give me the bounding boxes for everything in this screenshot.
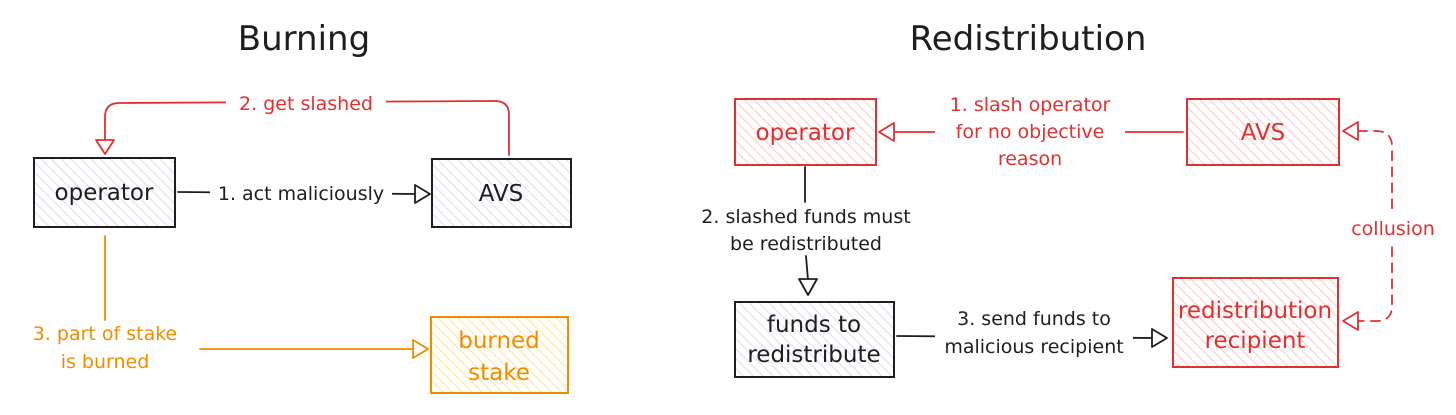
edge-must-redistribute-arrowhead [798, 278, 818, 296]
burning-diagram: Burning 2. get slashed 1. act maliciousl… [33, 19, 572, 394]
edge-collusion-arrowhead-top [1342, 121, 1359, 141]
burned-stake-node: burned stake [430, 316, 569, 394]
edge-must-redistribute-label-line2: be redistributed [730, 233, 882, 255]
redistribution-avs-label: AVS [1241, 120, 1286, 146]
burning-avs-node: AVS [431, 158, 572, 228]
funds-label-line1: funds to [767, 312, 861, 338]
funds-node: funds to redistribute [734, 301, 895, 378]
edge-slash-operator-label-line3: reason [998, 148, 1062, 170]
funds-label-line2: redistribute [747, 342, 880, 368]
redistribution-operator-label: operator [756, 120, 855, 146]
recipient-label-line1: redistribution [1178, 298, 1332, 324]
funds-box [734, 301, 895, 378]
edge-get-slashed-arrowhead [95, 139, 115, 155]
edge-slash-operator-arrowhead [878, 122, 895, 142]
recipient-label-line2: recipient [1205, 328, 1306, 354]
edge-act-maliciously-label-bg [210, 179, 392, 207]
edge-stake-burned-arrowhead [412, 339, 429, 359]
edge-collusion-line [1357, 130, 1393, 322]
edge-stake-burned-label-line1: 3. part of stake [33, 323, 178, 345]
edge-must-redistribute-line [804, 166, 809, 281]
edge-send-funds: 3. send funds to malicious recipient [896, 305, 1168, 363]
redistribution-avs-node: AVS [1186, 98, 1340, 166]
redistribution-title: Redistribution [910, 19, 1147, 59]
burning-avs-box [431, 158, 572, 228]
edge-get-slashed: 2. get slashed [95, 89, 510, 156]
edge-slash-operator-label-line1: 1. slash operator [950, 94, 1111, 116]
edge-collusion-label: collusion [1351, 218, 1435, 240]
burned-stake-box [430, 316, 569, 394]
edge-act-maliciously-label: 1. act maliciously [218, 183, 384, 205]
redistribution-avs-box [1186, 98, 1340, 166]
redistribution-diagram: Redistribution 1. slash operator for no … [701, 19, 1440, 378]
edge-send-funds-label-bg [935, 305, 1133, 363]
burning-avs-label: AVS [479, 181, 524, 207]
edge-act-maliciously-arrowhead [414, 184, 431, 204]
edge-slash-operator: 1. slash operator for no objective reaso… [878, 92, 1184, 170]
edge-must-redistribute-label-line1: 2. slashed funds must [701, 206, 910, 228]
burning-title: Burning [238, 19, 370, 59]
burned-stake-label-line1: burned [458, 328, 540, 354]
edge-collusion: collusion [1342, 121, 1440, 331]
burning-operator-box [33, 157, 176, 228]
edge-collusion-arrowhead-bottom [1342, 311, 1359, 331]
redistribution-operator-box [734, 98, 877, 166]
edge-get-slashed-label-bg [226, 89, 386, 115]
redistribution-operator-node: operator [734, 98, 877, 166]
edge-stake-burned-label-line2: is burned [61, 351, 150, 373]
edge-send-funds-arrowhead [1151, 328, 1168, 348]
recipient-box [1172, 277, 1339, 368]
edge-send-funds-label-line2: malicious recipient [944, 336, 1123, 358]
edge-get-slashed-label: 2. get slashed [239, 93, 373, 115]
edge-slash-operator-label-line2: for no objective [956, 121, 1105, 143]
edge-slash-operator-label-bg [935, 92, 1125, 170]
burning-operator-node: operator [33, 157, 176, 228]
burning-operator-label: operator [55, 180, 154, 206]
edge-act-maliciously: 1. act maliciously [177, 179, 431, 207]
edge-collusion-label-bg [1346, 214, 1440, 242]
edge-stake-burned: 3. part of stake is burned [33, 235, 429, 373]
recipient-node: redistribution recipient [1172, 277, 1339, 368]
burned-stake-label-line2: stake [468, 360, 530, 386]
edge-send-funds-label-line1: 3. send funds to [957, 308, 1111, 330]
edge-stake-burned-line [104, 235, 416, 350]
edge-must-redistribute: 2. slashed funds must be redistributed [701, 166, 911, 296]
